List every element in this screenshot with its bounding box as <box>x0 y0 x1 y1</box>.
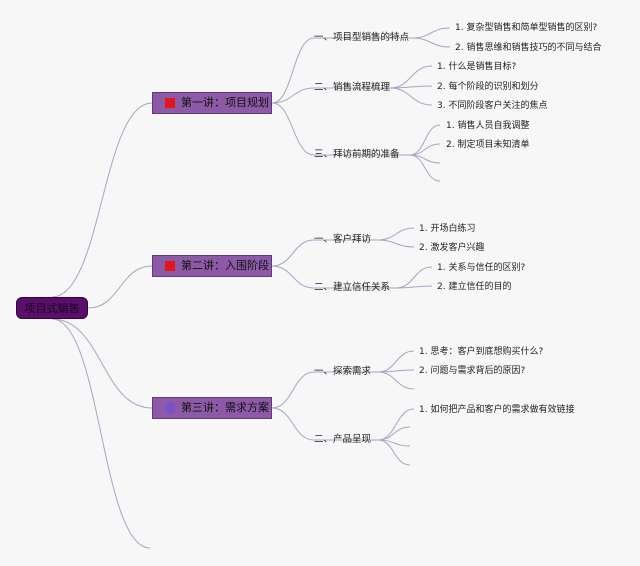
item-node[interactable]: 2. 制定项目未知清单 <box>446 140 530 150</box>
item-node[interactable]: 1. 什么是销售目标? <box>437 62 517 72</box>
item-node[interactable]: 1. 关系与信任的区别? <box>437 263 526 273</box>
chapter-node-2[interactable]: 第二讲：入围阶段 <box>152 255 272 277</box>
connector-line <box>395 266 433 289</box>
root-connector <box>87 265 153 309</box>
connector-line <box>395 285 433 289</box>
chapter-label: 第一讲：项目规划 <box>181 96 269 109</box>
connector-line <box>271 87 315 104</box>
connector-line <box>377 408 415 441</box>
root-connector <box>51 318 153 409</box>
item-node[interactable]: 2. 建立信任的目的 <box>437 282 512 292</box>
connector-line <box>271 407 315 441</box>
flag-icon <box>165 261 175 271</box>
flag-icon <box>165 98 175 108</box>
connector-line <box>271 265 315 289</box>
connector-line <box>271 239 315 267</box>
item-node[interactable]: 1. 如何把产品和客户的需求做有效链接 <box>419 405 575 415</box>
item-node[interactable]: 2. 问题与需求背后的原因? <box>419 366 526 376</box>
connector-line <box>271 102 315 156</box>
topic-node[interactable]: 二、产品呈现 <box>314 434 372 445</box>
root-connector <box>51 318 151 549</box>
item-node[interactable]: 3. 不同阶段客户关注的焦点 <box>437 101 548 111</box>
connector-line <box>411 37 451 48</box>
topic-node[interactable]: 一、客户拜访 <box>314 234 372 245</box>
connector-line <box>377 371 415 390</box>
connector-line <box>409 143 441 156</box>
root-label: 项目式销售 <box>24 302 80 315</box>
item-node[interactable]: 2. 销售思维和销售技巧的不同与结合 <box>455 43 602 53</box>
item-node[interactable]: 1. 复杂型销售和简单型销售的区别? <box>455 23 598 33</box>
topic-node[interactable]: 三、拜访前期的准备 <box>314 149 400 160</box>
connector-line <box>411 27 451 39</box>
chapter-node-3[interactable]: 第三讲：需求方案 <box>152 397 272 419</box>
topic-node[interactable]: 二、销售流程梳理 <box>314 82 391 93</box>
item-node[interactable]: 1. 销售人员自我调整 <box>446 121 530 131</box>
root-connector <box>51 102 153 298</box>
connector-line <box>377 439 411 466</box>
item-node[interactable]: 1. 思考：客户到底想购买什么? <box>419 347 544 357</box>
connector-line <box>377 227 415 241</box>
connector-line <box>271 37 315 104</box>
flag-icon <box>165 403 175 413</box>
connector-line <box>377 350 415 373</box>
connector-line <box>409 154 441 182</box>
connector-line <box>377 239 415 248</box>
item-node[interactable]: 1. 开场白练习 <box>419 224 476 234</box>
root-node[interactable]: 项目式销售 <box>16 297 88 319</box>
connector-line <box>389 87 433 106</box>
chapter-node-1[interactable]: 第一讲：项目规划 <box>152 92 272 114</box>
connector-line <box>389 65 433 89</box>
connector-line <box>409 124 441 156</box>
item-node[interactable]: 2. 激发客户兴趣 <box>419 243 485 253</box>
connector-line <box>377 426 411 441</box>
connector-line <box>271 371 315 409</box>
chapter-label: 第三讲：需求方案 <box>181 401 269 414</box>
topic-node[interactable]: 二、建立信任关系 <box>314 282 391 293</box>
topic-node[interactable]: 一、项目型销售的特点 <box>314 32 410 43</box>
chapter-label: 第二讲：入围阶段 <box>181 259 269 272</box>
topic-node[interactable]: 一、探索需求 <box>314 366 372 377</box>
item-node[interactable]: 2. 每个阶段的识别和划分 <box>437 82 539 92</box>
